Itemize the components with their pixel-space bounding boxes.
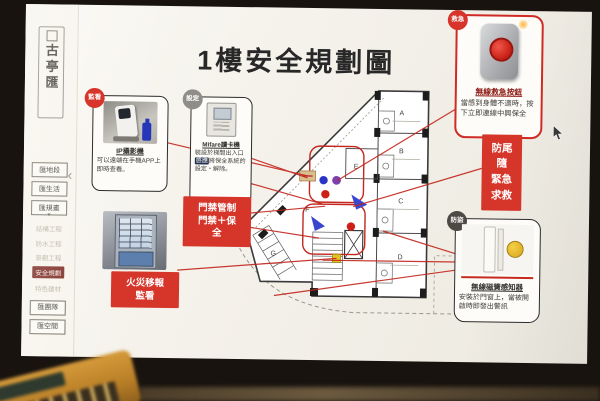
callout-ip-camera: 監看 IP攝影機 可以遠端在手機APP上即時查看。 — [84, 87, 169, 192]
page-title: 1樓安全規劃圖 — [197, 45, 396, 79]
label-access-control: 門禁管制 門禁＋保 全 — [182, 196, 252, 248]
mifare-body: 裝設於梯間出入口感應將保全系統的設定・解除。 — [195, 149, 247, 174]
mouse-cursor-icon — [552, 125, 564, 141]
tailgate-line-1: 防尾 — [491, 142, 513, 155]
svg-text:A: A — [399, 110, 404, 117]
tailgate-line-2: 隨 — [496, 157, 508, 170]
reed-sensor-photo — [461, 224, 534, 276]
access-line-2: 門禁＋保 — [197, 215, 237, 227]
emergency-body: 當感到身體不適時，按下立即連線中興保全 — [460, 98, 534, 118]
svg-text:G: G — [270, 250, 276, 257]
camera-marker-blue — [319, 175, 328, 185]
sidebar-item-security-active[interactable]: 安全規劃 — [32, 266, 65, 279]
reed-body: 安裝於門窗上，當被開啟時即發出警訊 — [458, 294, 529, 312]
sidebar-item-structure[interactable]: 結構工程 — [35, 226, 62, 234]
ip-camera-title: IP攝影機 — [116, 148, 144, 156]
sidebar-item-location[interactable]: 匯地段 — [31, 162, 68, 178]
site-logo: 古亭匯 — [37, 26, 65, 119]
badge-emergency: 救急 — [447, 9, 468, 31]
sidebar-item-materials[interactable]: 特色建材 — [34, 285, 62, 294]
button-marker-red-2 — [346, 222, 356, 231]
ip-camera-photo — [103, 101, 158, 144]
logo-seal-icon — [45, 30, 58, 42]
label-anti-tailgating: 防尾 隨 緊急 求救 — [481, 134, 523, 211]
sidebar-collapse-arrow[interactable]: ‹ — [67, 166, 73, 183]
svg-text:C: C — [398, 198, 403, 205]
mifare-body-prefix: 裝設於梯間出入口 — [194, 149, 244, 158]
tv-screen: 古亭匯 匯地段 匯生活 匯規畫 ▼ 結構工程 防水工程 景觀工程 安全規劃 特色… — [21, 4, 592, 364]
callout-emergency-button: 救急 無線救急按鈕 當感到身體不適時，按下立即連線中興保全 — [447, 9, 544, 140]
sidebar-menu: 匯地段 匯生活 匯規畫 ▼ 結構工程 防水工程 景觀工程 安全規劃 特色建材 匯… — [21, 162, 75, 339]
red-divider — [461, 276, 534, 280]
svg-text:F: F — [305, 207, 309, 214]
fire-panel-photo — [102, 211, 168, 270]
svg-text:D: D — [397, 254, 402, 261]
emergency-button-photo — [473, 19, 528, 84]
table-edge — [140, 387, 600, 401]
tailgate-line-3: 緊急 — [491, 173, 513, 186]
fire-line-1: 火災移報 — [126, 277, 165, 289]
access-line-1: 門禁管制 — [198, 202, 237, 214]
badge-monitor: 監看 — [84, 87, 105, 109]
menu-caret-icon: ▼ — [46, 212, 52, 219]
mifare-photo — [206, 102, 237, 137]
ip-camera-body: 可以遠端在手機APP上即時查看。 — [96, 157, 161, 174]
mifare-body-highlight: 感應 — [194, 157, 210, 165]
sidebar-item-landscape[interactable]: 景觀工程 — [35, 255, 62, 263]
sidebar-item-waterproof[interactable]: 防水工程 — [35, 240, 62, 249]
floorplan-diagram: A B C D E F G — [230, 90, 461, 315]
callout-reed-sensor: 防盜 無線磁簧感知器 安裝於門窗上，當被開啟時即發出警訊 — [446, 210, 542, 324]
badge-setting: 設定 — [182, 89, 203, 110]
emergency-title: 無線救急按鈕 — [475, 87, 523, 97]
svg-text:B: B — [399, 148, 404, 155]
tailgate-line-4: 求救 — [490, 189, 512, 202]
callout-mifare: 設定 Mifare讀卡機 裝設於梯間出入口感應將保全系統的設定・解除。 — [182, 89, 253, 206]
mifare-title: Mifare讀卡機 — [202, 141, 240, 149]
sidebar-item-space[interactable]: 匯空間 — [29, 318, 66, 335]
fire-line-2: 監看 — [135, 290, 155, 302]
elevator — [343, 229, 364, 260]
sidebar-item-team[interactable]: 匯團隊 — [29, 299, 66, 316]
alarm-marker-yellow — [332, 253, 341, 263]
reed-title: 無線磁簧感知器 — [471, 282, 524, 292]
label-fire-monitor: 火災移報 監看 — [110, 271, 180, 309]
svg-text:E: E — [354, 164, 359, 171]
logo-text: 古亭匯 — [43, 43, 59, 92]
access-line-3: 全 — [211, 228, 222, 240]
sidebar-item-life[interactable]: 匯生活 — [31, 181, 68, 197]
